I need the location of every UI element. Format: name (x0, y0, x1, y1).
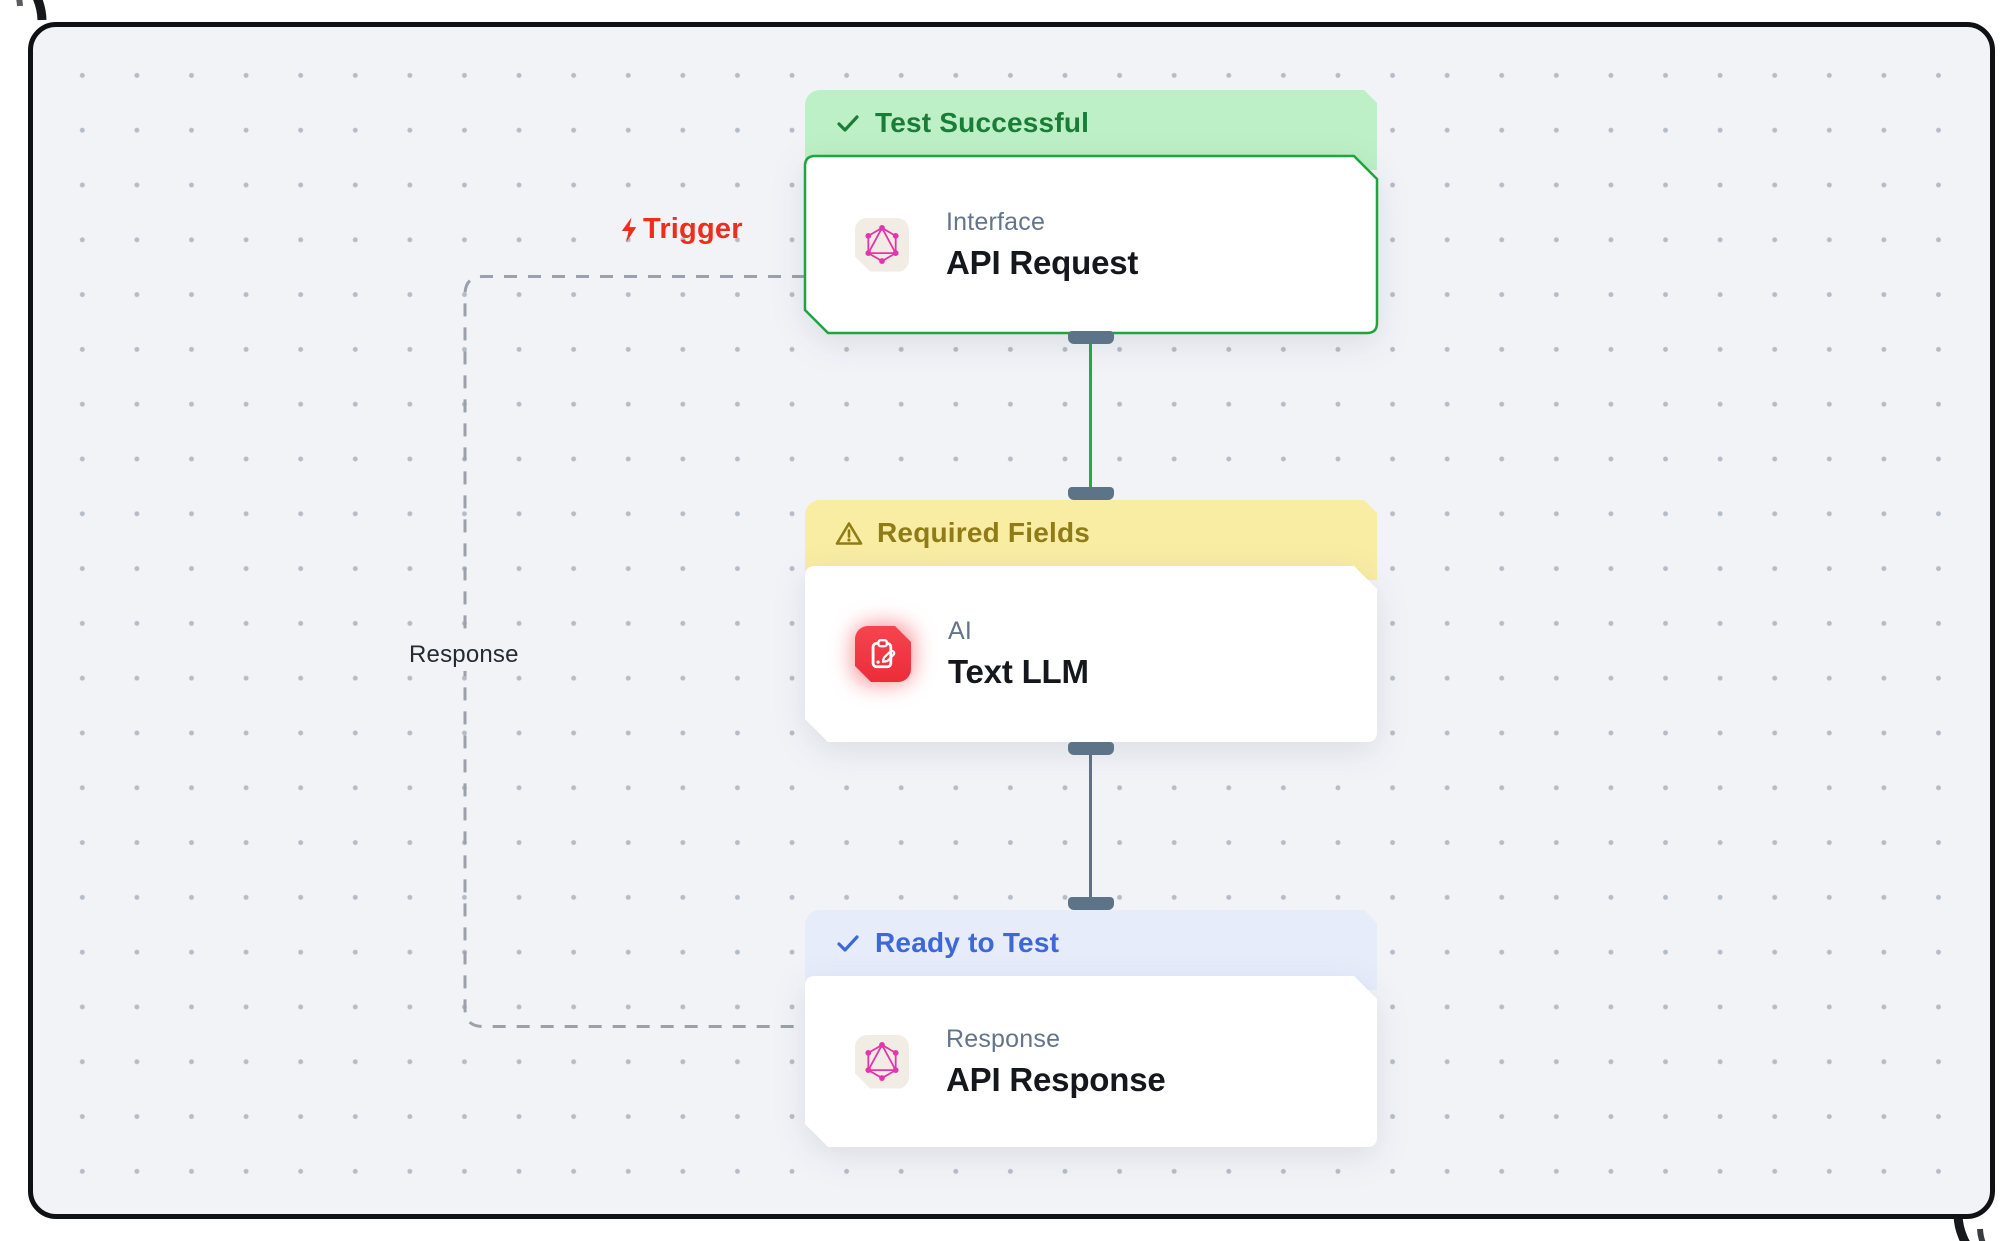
node-category: Interface (946, 208, 1138, 237)
node-title: Text LLM (948, 653, 1089, 691)
port-api-response-input[interactable] (1068, 897, 1114, 910)
node-category: Response (946, 1025, 1166, 1054)
warning-icon (835, 521, 863, 546)
graphql-icon (855, 218, 909, 272)
port-api-request-output[interactable] (1068, 331, 1114, 344)
edge-text-llm-to-api-response (1089, 747, 1092, 901)
status-label: Ready to Test (875, 927, 1059, 959)
node-api-response[interactable]: Ready to Test Response (805, 910, 1377, 1147)
trigger-label-text: Trigger (643, 213, 743, 246)
graphql-icon (855, 1035, 909, 1089)
status-label: Test Successful (875, 107, 1089, 139)
clipboard-edit-icon (855, 626, 911, 682)
port-text-llm-input[interactable] (1068, 487, 1114, 500)
node-text-block: Interface API Request (946, 208, 1138, 282)
lightning-bolt-icon (618, 216, 641, 244)
status-label: Required Fields (877, 517, 1090, 549)
port-text-llm-output[interactable] (1068, 742, 1114, 755)
node-text-block: AI Text LLM (948, 617, 1089, 691)
workflow-canvas-frame: Trigger Response Test Successful (28, 22, 1995, 1219)
node-api-request[interactable]: Test Successful Interface (805, 90, 1377, 333)
edge-api-request-to-text-llm (1089, 335, 1092, 495)
response-edge-label: Response (401, 639, 527, 671)
node-title: API Request (946, 244, 1138, 282)
trigger-label: Trigger (618, 213, 743, 246)
node-category: AI (948, 617, 1089, 646)
node-title: API Response (946, 1061, 1166, 1099)
check-icon (835, 930, 861, 956)
node-text-block: Response API Response (946, 1025, 1166, 1099)
check-icon (835, 110, 861, 136)
node-text-llm[interactable]: Required Fields AI Text LLM (805, 500, 1377, 742)
